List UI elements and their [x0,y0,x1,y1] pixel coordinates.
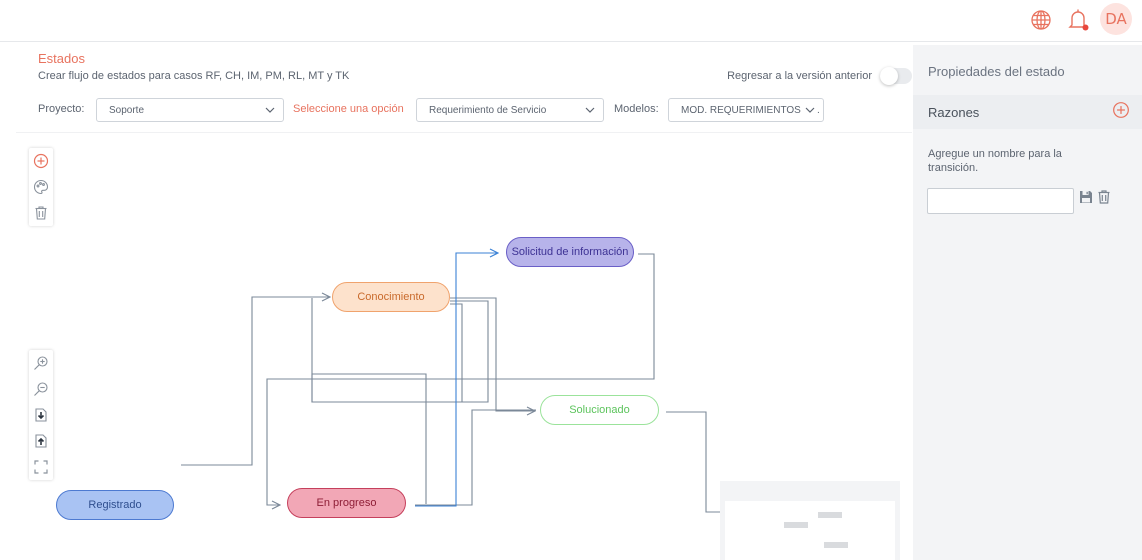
reasons-section: Razones [913,95,1142,129]
chevron-down-icon [585,107,595,113]
state-node-en-progreso[interactable]: En progreso [287,488,406,518]
zoom-out-button[interactable] [29,376,53,402]
diagram-minimap[interactable] [720,481,900,560]
state-node-conocimiento[interactable]: Conocimiento [332,282,450,312]
page-subtitle: Crear flujo de estados para casos RF, CH… [38,70,350,82]
zoom-out-icon [34,382,48,396]
link-solicitud-progreso [266,253,655,505]
delete-transition-button[interactable] [1096,189,1112,210]
file-download-icon [35,408,47,422]
link-solucionado-out [666,411,720,513]
avatar[interactable]: DA [1100,3,1132,35]
palette-button[interactable] [29,174,53,200]
link-conocimiento-return [311,298,463,403]
link-registrado-conocimiento [181,297,330,466]
transition-hint: Agregue un nombre para la transición. [928,148,1062,174]
panel-title: Propiedades del estado [928,64,1065,79]
add-state-button[interactable] [29,148,53,174]
revert-version-toggle[interactable] [880,67,912,85]
link-conocimiento-solucionado [450,297,535,411]
chevron-down-icon [804,104,816,116]
diagram-toolbox-zoom [29,350,53,480]
option-select[interactable]: Requerimiento de Servicio [416,98,604,122]
top-bar: DA [0,0,1142,42]
zoom-in-button[interactable] [29,350,53,376]
bell-icon[interactable] [1063,5,1093,35]
trash-icon [1098,190,1110,204]
state-node-solicitud[interactable]: Solicitud de información [506,237,634,267]
page-title: Estados [38,51,85,66]
state-properties-panel: Propiedades del estado Razones Agregue u… [913,45,1142,560]
zoom-in-icon [34,356,48,370]
models-select[interactable]: MOD. REQUERIMIENTOS O... [668,98,824,122]
project-select-value: Soporte [109,105,145,116]
minimap-viewport [725,501,895,560]
option-label: Seleccione una opción [293,103,404,115]
import-button[interactable] [29,402,53,428]
plus-circle-icon [1113,102,1129,118]
reasons-label: Razones [928,105,980,120]
project-label: Proyecto: [38,103,85,115]
state-node-registrado[interactable]: Registrado [56,490,174,520]
models-select-value: MOD. REQUERIMIENTOS O... [681,105,820,116]
minimap-node [824,542,848,548]
header-divider [16,132,912,133]
toggle-knob [880,67,898,85]
palette-icon [33,179,49,195]
notification-dot-icon [1082,24,1089,31]
minimap-node [818,512,842,518]
trash-icon [35,206,47,220]
state-node-solucionado[interactable]: Solucionado [540,395,659,425]
option-select-value: Requerimiento de Servicio [429,105,547,116]
minimap-node [784,522,808,528]
chevron-down-icon [265,107,275,113]
delete-state-button[interactable] [29,200,53,226]
diagram-canvas[interactable]: Registrado Conocimiento Solicitud de inf… [16,134,912,560]
file-upload-icon [35,434,47,448]
revert-version-label: Regresar a la versión anterior [727,70,872,82]
export-button[interactable] [29,428,53,454]
link-progreso-solucionado [415,409,536,506]
diagram-toolbox-top [29,148,53,226]
project-select[interactable]: Soporte [96,98,284,122]
main-content: Estados Crear flujo de estados para caso… [16,42,912,560]
globe-icon[interactable] [1026,5,1056,35]
plus-circle-icon [33,153,49,169]
save-transition-button[interactable] [1078,189,1094,210]
add-reason-button[interactable] [1112,101,1130,124]
transition-name-input[interactable] [927,188,1074,214]
models-label: Modelos: [614,103,659,115]
diagram-links [181,134,720,513]
fit-screen-button[interactable] [29,454,53,480]
link-selected-progreso-solicitud [415,253,498,507]
fullscreen-icon [34,460,48,474]
save-icon [1080,191,1092,203]
